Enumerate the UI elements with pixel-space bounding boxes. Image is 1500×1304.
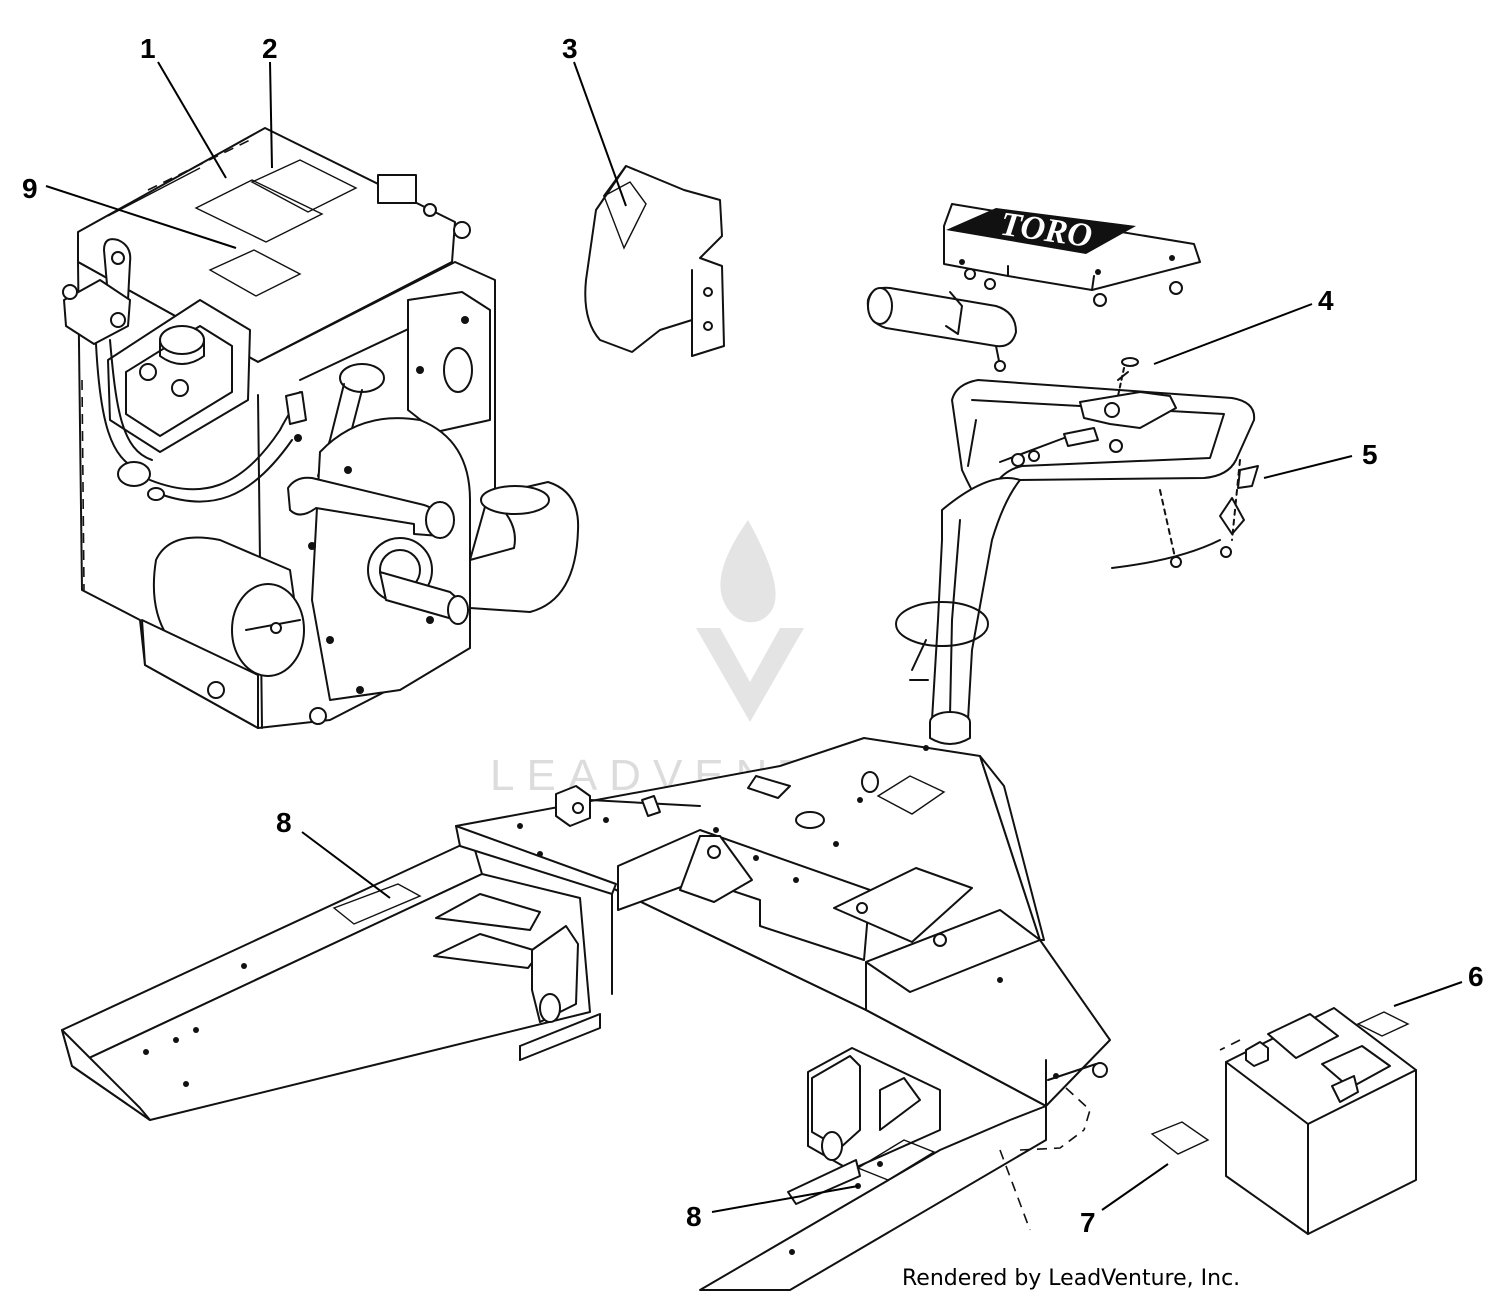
leader-3 xyxy=(573,61,627,207)
dipstick-cap xyxy=(339,363,385,393)
leader-2 xyxy=(269,61,273,169)
linkage-bracket xyxy=(1079,391,1177,429)
callout-7: 7 xyxy=(1080,1207,1096,1238)
switch-harness xyxy=(1111,539,1221,569)
callout-9: 9 xyxy=(22,173,38,204)
callout-1: 1 xyxy=(140,33,156,64)
callout-5: 5 xyxy=(1362,439,1378,470)
engine-decal-c xyxy=(208,249,302,297)
leader-7 xyxy=(1101,1163,1169,1211)
stiffener-a xyxy=(435,893,541,931)
leader-8b xyxy=(711,1185,859,1213)
starter-end-cap xyxy=(231,583,305,677)
engine-relay xyxy=(377,174,417,204)
steering-handle xyxy=(895,357,1259,745)
flame-logo-icon xyxy=(720,520,776,623)
render-credit: Rendered by LeadVenture, Inc. xyxy=(902,1266,1241,1291)
callout-8-lower: 8 xyxy=(686,1201,702,1232)
fuel-filter xyxy=(117,461,151,487)
callout-3: 3 xyxy=(562,33,578,64)
switch-decal xyxy=(1237,465,1259,489)
main-frame xyxy=(61,737,1111,1291)
cable-clamp xyxy=(895,601,989,647)
leader-9 xyxy=(45,185,237,249)
callout-6: 6 xyxy=(1468,961,1484,992)
rear-rail xyxy=(699,1105,1047,1291)
leader-5 xyxy=(1263,455,1353,479)
fuel-pump xyxy=(63,279,131,345)
leader-4 xyxy=(1153,303,1313,365)
leader-8a xyxy=(301,831,391,899)
battery-cell-cap-a xyxy=(1267,1013,1339,1059)
valve-cover-left xyxy=(107,299,251,453)
callout-4: 4 xyxy=(1318,285,1334,316)
callout-2: 2 xyxy=(262,33,278,64)
frame-decal-rear xyxy=(856,1139,936,1181)
seat-switch xyxy=(1219,497,1245,535)
washer xyxy=(1121,357,1139,367)
oil-fill-cap xyxy=(159,325,205,355)
battery-decal-b xyxy=(1150,1121,1210,1155)
engine-decal-a xyxy=(194,179,324,243)
battery-decal-a xyxy=(1356,1011,1410,1037)
callout-8-upper: 8 xyxy=(276,807,292,838)
mount-bracket-right xyxy=(833,867,973,943)
callout-labels: 1 2 3 4 5 6 7 8 8 9 xyxy=(22,33,1484,1238)
engine-decal-b xyxy=(250,159,358,213)
battery xyxy=(1150,1007,1417,1235)
battery-terminal xyxy=(1245,1041,1269,1067)
air-cleaner-housing xyxy=(469,481,580,613)
mount-bracket-left xyxy=(679,835,753,903)
control-panel-assembly: TORO xyxy=(866,203,1201,372)
frame-decal-left xyxy=(332,883,422,925)
leader-6 xyxy=(1393,981,1463,1007)
brand-plate xyxy=(946,208,1136,254)
engine-mount-box xyxy=(617,829,871,961)
engine-assembly xyxy=(62,127,580,729)
steering-column xyxy=(931,477,1021,721)
frame-decal-top xyxy=(876,775,946,815)
guard-decal xyxy=(603,181,647,250)
guard-cover xyxy=(584,165,725,357)
callout-leaders xyxy=(45,61,1463,1213)
battery-cell-cap-b xyxy=(1321,1045,1391,1089)
guard-bracket xyxy=(584,165,725,357)
v-logo-icon xyxy=(696,628,804,722)
rear-mount-left xyxy=(811,1055,861,1149)
leader-1 xyxy=(157,61,227,179)
